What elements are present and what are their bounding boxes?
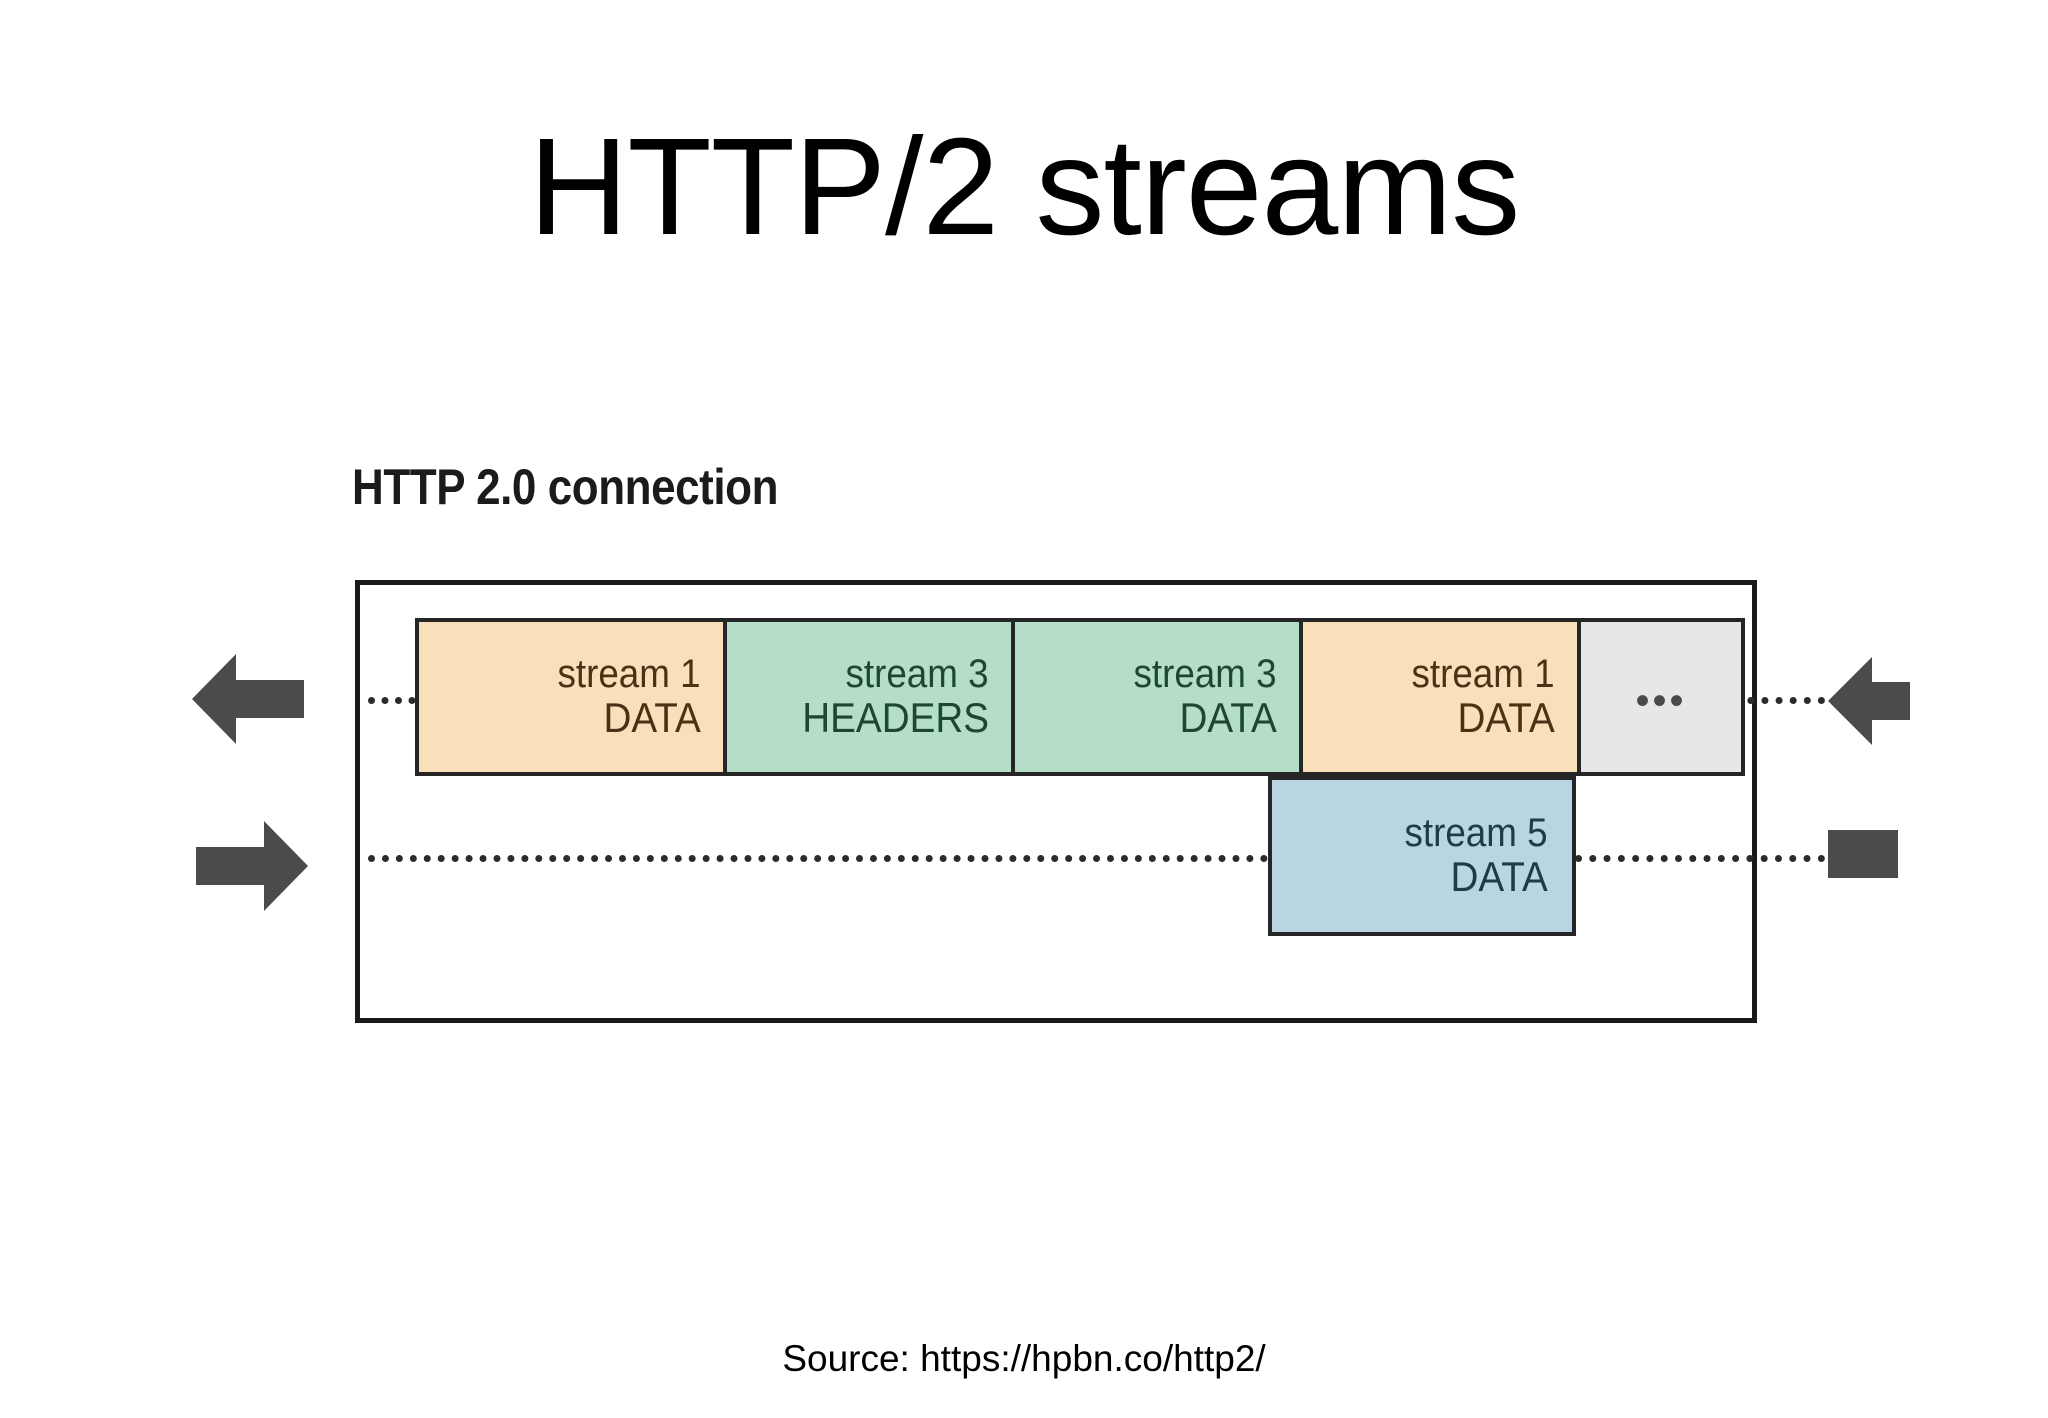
frame-stream-1-data-a: stream 1 DATA (415, 618, 727, 776)
frame-stream-3-headers: stream 3 HEADERS (723, 618, 1015, 776)
page-title: HTTP/2 streams (528, 110, 1520, 264)
dotted-line-response-start (368, 697, 456, 704)
frame-row-response: stream 1 DATA stream 3 HEADERS stream 3 … (415, 618, 1745, 776)
dotted-line-request-end (1575, 855, 1825, 862)
arrow-left-icon (192, 652, 304, 751)
ellipsis-icon: ••• (1635, 679, 1687, 723)
frame-stream-3-data: stream 3 DATA (1011, 618, 1303, 776)
figure-heading: HTTP 2.0 connection (352, 459, 779, 515)
frame-stream-label: stream 3 (1133, 651, 1277, 696)
frame-stream-label: stream 5 (1404, 810, 1548, 855)
frame-type-label: DATA (1179, 693, 1277, 741)
frame-stream-1-data-b: stream 1 DATA (1299, 618, 1581, 776)
frame-stream-label: stream 1 (1411, 651, 1555, 696)
arrow-right-icon (196, 820, 308, 917)
arrow-left-inbound-icon (1828, 656, 1910, 751)
source-credit: Source: https://hpbn.co/http2/ (782, 1338, 1266, 1379)
frame-type-label: DATA (1457, 693, 1555, 741)
frame-stream-label: stream 1 (557, 651, 701, 696)
frame-type-label: DATA (603, 693, 701, 741)
dotted-line-request-start (368, 855, 1268, 862)
frame-stream-label: stream 3 (845, 651, 989, 696)
frame-more-placeholder: ••• (1577, 618, 1745, 776)
frame-stream-5-data: stream 5 DATA (1268, 776, 1576, 936)
frame-type-label: HEADERS (802, 693, 989, 741)
frame-type-label: DATA (1450, 852, 1548, 900)
arrow-right-tail-stub (1828, 830, 1898, 878)
dotted-line-response-end (1705, 697, 1825, 704)
http2-streams-figure: HTTP 2.0 connection stream 1 DATA stream… (0, 430, 2048, 1190)
